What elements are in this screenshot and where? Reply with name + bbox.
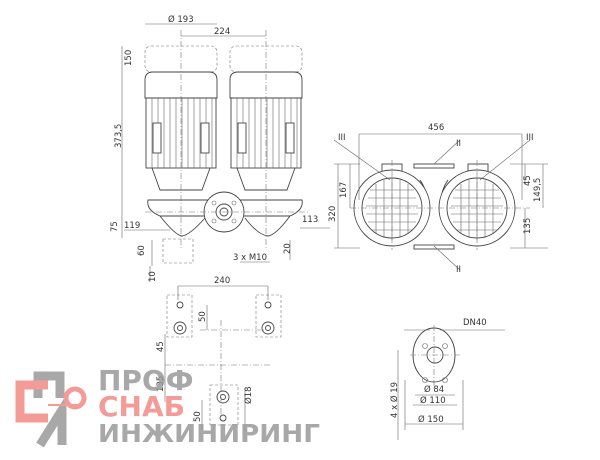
dim-upper-spacing: 50 xyxy=(198,311,208,322)
top-view: 456 320 167 45 149,5 135 III II III II xyxy=(328,123,548,275)
marker-III-right: III xyxy=(526,133,534,143)
dim-hole-diameter: Ø18 xyxy=(243,386,254,404)
dim-right-offset-upper: 45 xyxy=(523,175,533,186)
dim-right-offset: 113 xyxy=(302,215,318,225)
company-logo: ПРОФ СНАБ ИНЖИНИРИНГ xyxy=(15,364,320,448)
marker-III-left: III xyxy=(338,133,346,143)
flange-detail: DN40 Ø 84 Ø 110 Ø 150 4 x Ø 19 xyxy=(389,318,505,440)
dim-nominal: DN40 xyxy=(463,318,487,328)
dim-hole-circle-inner: Ø 84 xyxy=(424,384,444,395)
dim-hole-circle: Ø 110 xyxy=(420,395,446,406)
dim-center-offset-lower: 135 xyxy=(156,376,166,392)
dim-right-offset-total: 149,5 xyxy=(533,178,543,202)
dim-cap-height: 150 xyxy=(124,50,134,66)
dim-foot-height: 60 xyxy=(137,245,147,256)
dim-overall-width: 456 xyxy=(428,123,444,133)
dim-foot-spacing: 240 xyxy=(214,276,230,286)
dim-holes: 4 x Ø 19 xyxy=(389,382,400,418)
dim-overall-depth: 320 xyxy=(328,206,338,222)
dim-depth-to-center: 167 xyxy=(339,182,349,198)
dim-lower-spacing: 50 xyxy=(193,411,203,422)
foot-plan: 240 50 45 135 50 Ø18 xyxy=(156,276,282,432)
dim-center-offset-upper: 45 xyxy=(156,341,166,352)
dim-base-offset: 119 xyxy=(124,221,140,231)
side-view: Ø 193 224 150 373,5 75 119 60 10 113 3 x… xyxy=(110,14,330,282)
marker-II-bottom: II xyxy=(456,265,461,275)
logo-line-2: СНАБ xyxy=(98,390,185,423)
foot-outline xyxy=(162,238,194,264)
dim-motor-spacing: 224 xyxy=(214,27,230,37)
dim-motor-height: 373,5 xyxy=(114,124,124,148)
logo-line-1: ПРОФ xyxy=(98,364,194,397)
dim-foot-thickness: 10 xyxy=(148,271,158,282)
dim-base-height: 75 xyxy=(110,221,120,232)
marker-II-top: II xyxy=(456,139,461,149)
dim-bolt-label: 3 x M10 xyxy=(233,253,267,263)
dim-outer: Ø 150 xyxy=(418,414,444,425)
dim-right-offset-lower: 135 xyxy=(523,218,533,234)
dim-bolt-height: 20 xyxy=(283,243,293,254)
logo-line-3: ИНЖИНИРИНГ xyxy=(98,419,320,448)
dim-motor-diameter: Ø 193 xyxy=(168,14,194,25)
